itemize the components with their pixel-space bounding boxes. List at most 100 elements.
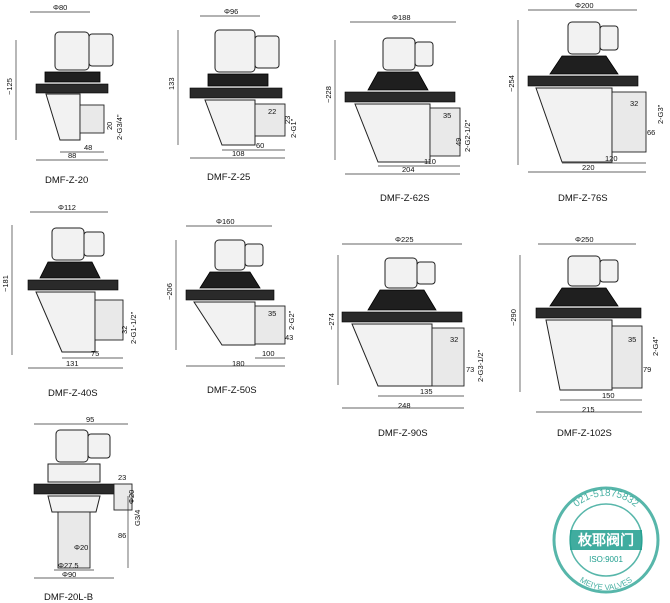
dim-text: 2-G3" — [656, 104, 665, 124]
solenoid-coil — [51, 227, 85, 261]
valve-dmf-z-90s: Φ225 ~274 32 73 2-G3-1/2" 135 248 DMF-Z-… — [327, 235, 485, 439]
dim-text: 248 — [398, 401, 411, 410]
dim-text: 204 — [402, 165, 415, 174]
dim-text: 2-G2" — [287, 310, 296, 330]
dim-text: 180 — [232, 359, 245, 368]
valve-dmf-z-50s: Φ160 ~206 35 43 2-G2" 100 180 DMF-Z-50S — [165, 217, 296, 396]
outlet-port — [94, 299, 124, 341]
dim-text: 73 — [466, 365, 474, 374]
dim-text: Φ160 — [216, 217, 235, 226]
valve-cap — [44, 71, 101, 83]
dim-text: 95 — [86, 415, 94, 424]
connector-box — [416, 261, 436, 285]
dim-text: Φ250 — [575, 235, 594, 244]
dim-text: ~125 — [5, 78, 14, 95]
dim-text: 2-G3/4" — [115, 114, 124, 140]
valve-cap — [367, 289, 437, 311]
connector-box — [244, 243, 264, 267]
watermark-seal: 021-51875832 枚耶阀门 ISO:9001 MEIYE VALVES — [552, 486, 660, 594]
outlet-port — [254, 103, 286, 137]
seal-top-text: 021-51875832 — [571, 488, 640, 510]
dim-text: ~254 — [507, 75, 516, 92]
dim-text: 23 — [283, 116, 292, 124]
outlet-port — [429, 107, 461, 157]
valve-dmf-z-40s: Φ112 ~181 32 2-G1-1/2" 75 131 DMF-Z-40S — [1, 203, 138, 399]
valve-body — [535, 87, 613, 163]
dim-text: Φ20 — [127, 490, 136, 504]
model-caption: DMF-Z-62S — [380, 193, 430, 204]
dim-text: 120 — [605, 154, 618, 163]
flange — [27, 279, 119, 291]
dim-text: Φ188 — [392, 13, 411, 22]
valve-dmf-z-102s: Φ250 ~290 35 79 2-G4" 150 215 DMF-Z-102S — [509, 235, 660, 439]
dim-text: 75 — [91, 349, 99, 358]
valve-dmf-20l-b: 95 23 Φ20 G3/4 86 Φ20 Φ27.5 Φ90 DMF-20L-… — [33, 415, 142, 603]
model-caption: DMF-Z-102S — [557, 428, 612, 439]
model-caption: DMF-Z-25 — [207, 172, 250, 183]
connector-box — [87, 433, 111, 459]
valve-body — [354, 103, 431, 163]
valve-dmf-z-20: Φ80 ~125 20 2-G3/4" 48 88 DMF-Z-20 — [5, 3, 124, 186]
dim-text: 32 — [120, 326, 129, 334]
model-caption: DMF-Z-50S — [207, 385, 257, 396]
connector-box — [88, 33, 114, 67]
dim-text: 215 — [582, 405, 595, 414]
outlet-port — [254, 305, 286, 345]
model-caption: DMF-20L-B — [44, 592, 93, 603]
dim-text: 48 — [84, 143, 92, 152]
dim-text: 110 — [424, 157, 436, 166]
valve-cap — [549, 55, 619, 75]
model-caption: DMF-Z-90S — [378, 428, 428, 439]
dim-text: 131 — [66, 359, 79, 368]
solenoid-coil — [384, 257, 418, 289]
solenoid-coil — [567, 21, 601, 55]
connector-box — [599, 259, 619, 283]
valve-body — [35, 291, 96, 353]
outlet-port — [431, 327, 465, 387]
dim-text: 150 — [602, 391, 615, 400]
outlet-port — [79, 104, 105, 134]
dim-text: ~274 — [327, 313, 336, 330]
dim-text: 133 — [167, 77, 176, 90]
dim-text: Φ27.5 — [58, 561, 79, 570]
dim-text: Φ80 — [53, 3, 67, 12]
dim-text: 108 — [232, 149, 245, 158]
connector-box — [414, 41, 434, 67]
valve-dmf-z-62s: Φ188 ~228 35 49 2-G2-1/2" 110 204 DMF-Z-… — [324, 13, 472, 204]
dim-text: Φ90 — [62, 570, 76, 579]
solenoid-coil — [382, 37, 416, 71]
valve-dmf-z-76s: Φ200 ~254 32 66 2-G3" 120 220 DMF-Z-76S — [507, 1, 665, 204]
dim-text: Φ20 — [74, 543, 88, 552]
model-caption: DMF-Z-20 — [45, 175, 88, 186]
solenoid-coil — [567, 255, 601, 287]
flange — [189, 87, 283, 99]
bottom-pipe — [57, 511, 91, 569]
dim-text: 2-G3-1/2" — [476, 349, 485, 382]
valve-body — [545, 319, 613, 391]
dim-text: 88 — [68, 151, 76, 160]
valve-cap — [207, 73, 269, 87]
valve-cap — [39, 261, 101, 279]
dim-text: ~206 — [165, 283, 174, 300]
model-caption: DMF-Z-76S — [558, 193, 608, 204]
dim-text: ~290 — [509, 309, 518, 326]
dim-text: 35 — [268, 309, 276, 318]
dim-text: 32 — [450, 335, 458, 344]
dim-text: 23 — [118, 473, 126, 482]
side-port — [113, 483, 133, 511]
solenoid-coil — [214, 239, 246, 271]
dim-text: 32 — [630, 99, 638, 108]
dim-text: 100 — [262, 349, 275, 358]
dim-text: ~181 — [1, 275, 10, 292]
seal-band — [570, 530, 642, 550]
flange — [527, 75, 639, 87]
flange — [185, 289, 275, 301]
seal-iso-text: ISO:9001 — [589, 555, 623, 564]
dim-text: 86 — [118, 531, 126, 540]
connector-box — [599, 25, 619, 51]
flange — [344, 91, 456, 103]
dim-text: 79 — [643, 365, 651, 374]
dim-text: 2-G1" — [289, 118, 298, 138]
valve-cap — [47, 463, 101, 483]
dim-text: Φ200 — [575, 1, 594, 10]
